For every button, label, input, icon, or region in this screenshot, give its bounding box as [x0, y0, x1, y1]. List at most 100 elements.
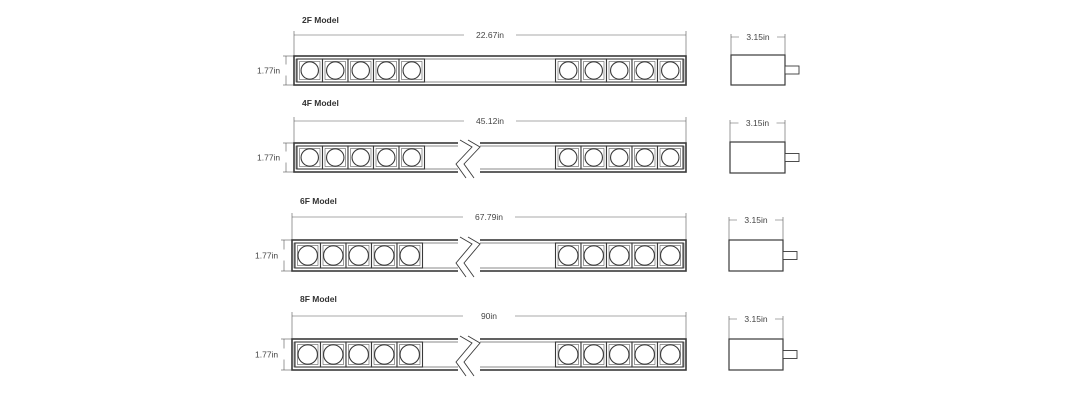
- side-view: 3.15in: [729, 117, 800, 174]
- side-width-label: 3.15in: [746, 118, 769, 128]
- model-title: 4F Model: [302, 98, 339, 108]
- side-profile-body: [729, 141, 786, 174]
- led-lens: [659, 344, 681, 365]
- led-module: [347, 58, 375, 83]
- break-line: [463, 335, 481, 377]
- height-label-bg: [256, 151, 290, 163]
- break-mark: [455, 236, 481, 278]
- led-module: [319, 341, 347, 368]
- led-lens: [376, 148, 396, 167]
- led-module: [631, 242, 659, 269]
- led-lens: [660, 61, 680, 80]
- side-profile-body: [728, 239, 784, 272]
- led-module: [345, 242, 373, 269]
- side-connector: [782, 251, 798, 260]
- led-lens: [609, 148, 629, 167]
- led-module: [605, 242, 633, 269]
- led-lens: [402, 148, 421, 167]
- length-label: 67.79in: [475, 212, 503, 222]
- led-module: [345, 341, 373, 368]
- side-view: 3.15in: [728, 313, 798, 371]
- height-label-bg: [256, 64, 290, 76]
- led-module: [580, 58, 608, 83]
- led-lens: [300, 61, 319, 80]
- side-width-label: 3.15in: [744, 314, 767, 324]
- side-connector: [784, 153, 800, 162]
- led-module: [631, 145, 659, 170]
- led-lens: [373, 344, 395, 365]
- height-label: 1.77in: [257, 66, 280, 76]
- led-module: [398, 58, 426, 83]
- led-lens: [558, 148, 578, 167]
- led-lens: [402, 61, 421, 80]
- led-module: [396, 341, 424, 368]
- led-lens: [609, 61, 629, 80]
- led-module: [296, 58, 324, 83]
- led-module: [656, 341, 684, 368]
- led-lens: [399, 245, 420, 266]
- model-group: 4F Model 45.12in 1.77in: [256, 98, 687, 179]
- led-lens: [557, 344, 579, 365]
- led-lens: [634, 245, 655, 266]
- side-profile-body: [730, 54, 786, 86]
- led-lens: [634, 344, 655, 365]
- side-label-bg: [738, 117, 777, 128]
- side-connector: [784, 65, 800, 75]
- side-profile-body: [728, 338, 784, 371]
- led-lens: [584, 61, 603, 80]
- break-gap: [458, 142, 480, 173]
- break-line: [455, 139, 473, 179]
- led-module: [656, 242, 684, 269]
- led-module: [656, 145, 684, 170]
- led-module: [296, 145, 324, 170]
- break-line: [455, 335, 473, 377]
- led-lens: [376, 61, 396, 80]
- break-mark: [455, 335, 481, 377]
- led-module: [347, 145, 375, 170]
- led-module: [656, 58, 684, 83]
- break-line: [455, 236, 473, 278]
- led-module: [370, 341, 398, 368]
- led-lens: [660, 148, 680, 167]
- height-label: 1.77in: [257, 153, 280, 163]
- led-lens: [583, 245, 604, 266]
- led-module: [321, 58, 349, 83]
- led-lens: [325, 148, 345, 167]
- led-lens: [635, 148, 654, 167]
- led-module: [396, 242, 424, 269]
- fixture-channel: [295, 58, 685, 83]
- led-lens: [583, 344, 604, 365]
- break-mark: [455, 139, 481, 179]
- model-title: 8F Model: [300, 294, 337, 304]
- led-lens: [351, 61, 370, 80]
- length-label-bg: [464, 29, 516, 40]
- model-title: 2F Model: [302, 15, 339, 25]
- break-line: [463, 139, 481, 179]
- led-module: [321, 145, 349, 170]
- led-lens: [322, 344, 344, 365]
- led-lens: [348, 245, 369, 266]
- led-module: [294, 341, 322, 368]
- break-gap: [458, 239, 480, 272]
- side-label-bg: [737, 313, 775, 324]
- led-module: [294, 242, 322, 269]
- led-lens: [322, 245, 344, 266]
- side-view: 3.15in: [730, 31, 800, 86]
- side-label-bg: [739, 31, 777, 42]
- length-label-bg: [463, 310, 515, 321]
- led-module: [631, 58, 659, 83]
- length-label: 90in: [481, 311, 497, 321]
- fixture-channel: [295, 145, 685, 170]
- led-lens: [300, 148, 319, 167]
- length-label: 45.12in: [476, 116, 504, 126]
- length-label-bg: [464, 115, 516, 126]
- led-lens: [348, 344, 369, 365]
- side-connector: [782, 350, 798, 359]
- led-lens: [325, 61, 345, 80]
- led-module: [580, 341, 608, 368]
- led-lens: [351, 148, 370, 167]
- length-label-bg: [463, 211, 515, 222]
